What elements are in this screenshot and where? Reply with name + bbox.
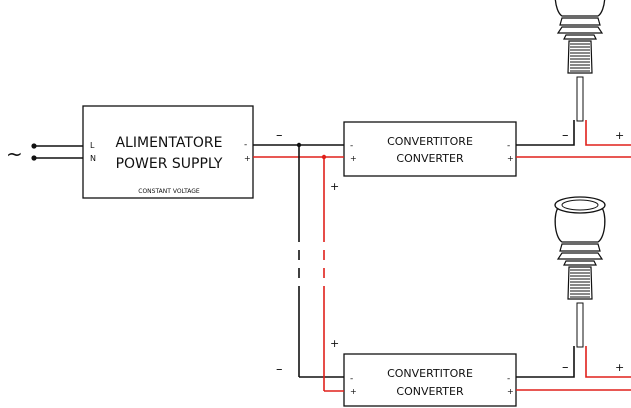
recessed-spotlight-icon	[554, 0, 606, 122]
converter-2-out-minus: -	[507, 374, 510, 384]
ps-input-n-label: N	[90, 154, 96, 163]
ac-source-icon: ~	[6, 142, 23, 166]
ps-out-plus: +	[244, 154, 251, 163]
converter-1-out-minus: -	[507, 141, 510, 151]
label-conv1-plus: +	[330, 180, 339, 193]
label-bus-minus: –	[276, 128, 283, 143]
ps-title-en: POWER SUPPLY	[116, 156, 223, 172]
converter-1-in-minus: -	[350, 141, 353, 151]
label-conv2-minus: –	[276, 362, 283, 377]
converter-2-title-it: CONVERTITORE	[387, 367, 473, 380]
converter-1-title-en: CONVERTER	[396, 152, 464, 165]
power-supply-box	[82, 105, 254, 199]
ps-input-l-label: L	[90, 141, 95, 150]
wire-lamp2-positive	[585, 346, 631, 378]
converter-1-out-plus: +	[507, 154, 514, 163]
ps-out-minus: -	[244, 140, 247, 150]
wire-lamp2-negative	[516, 346, 575, 378]
converter-2-title-en: CONVERTER	[396, 385, 464, 398]
converter-1-box	[343, 121, 517, 177]
converter-1-title-it: CONVERTITORE	[387, 135, 473, 148]
label-lamp1-minus: –	[562, 128, 569, 143]
wire-lamp1-negative	[516, 120, 575, 146]
converter-2-box	[343, 353, 517, 407]
label-lamp2-minus: –	[562, 360, 569, 375]
label-lamp1-plus: +	[615, 129, 624, 142]
label-lamp2-plus: +	[615, 361, 624, 374]
recessed-spotlight-icon	[554, 196, 606, 348]
converter-2-in-minus: -	[350, 374, 353, 384]
converter-1-in-plus: +	[350, 154, 357, 163]
ps-title-it: ALIMENTATORE	[115, 135, 222, 151]
wire-lamp1-positive	[585, 120, 631, 146]
ps-subtitle: CONSTANT VOLTAGE	[138, 188, 200, 195]
converter-2-in-plus: +	[350, 387, 357, 396]
label-conv2-plus: +	[330, 337, 339, 350]
converter-2-out-plus: +	[507, 387, 514, 396]
